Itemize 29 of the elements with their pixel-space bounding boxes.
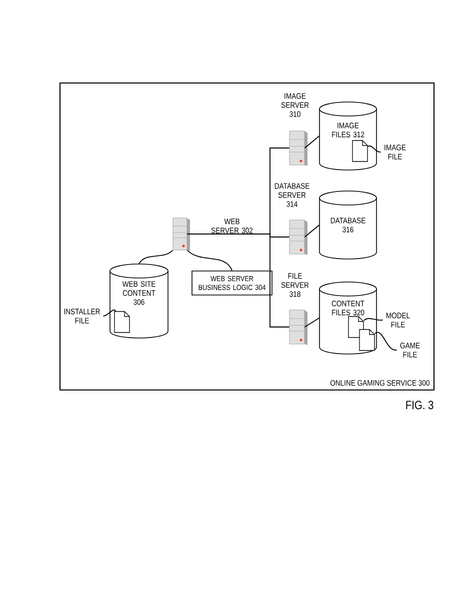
server-label: WEB SERVER 302 — [211, 218, 253, 234]
callout-label: GAME FILE — [400, 342, 420, 358]
leader-line — [138, 250, 174, 264]
server-label: IMAGE SERVER 310 — [281, 93, 309, 117]
server-icon — [289, 220, 308, 255]
connector-line — [186, 234, 290, 328]
connector-line — [304, 136, 320, 148]
server-icon — [289, 310, 308, 345]
server-label: DATABASE SERVER 314 — [274, 183, 310, 207]
leader-line — [363, 318, 384, 321]
callout-label: MODEL FILE — [386, 312, 410, 328]
callout-label: INSTALLER FILE — [64, 308, 100, 324]
server-icon — [289, 130, 308, 166]
connector-line — [304, 224, 320, 238]
server-icon — [172, 218, 190, 251]
storage-cylinder: WEB SITE CONTENT 306 — [110, 264, 168, 338]
server-label: FILE SERVER 318 — [281, 273, 309, 297]
storage-cylinder: DATABASE 316 — [319, 190, 377, 260]
document-icon — [352, 140, 368, 162]
connector-line — [304, 318, 320, 328]
leader-line — [367, 146, 382, 153]
figure-caption: FIG. 3 — [406, 400, 434, 410]
leader-line — [186, 250, 232, 272]
document-icon — [114, 311, 130, 333]
leader-line — [374, 332, 398, 350]
storage-cylinder: IMAGE FILES 312 — [319, 102, 377, 170]
leader-line — [102, 310, 116, 316]
callout-label: IMAGE FILE — [384, 144, 406, 160]
document-icon — [359, 329, 375, 351]
